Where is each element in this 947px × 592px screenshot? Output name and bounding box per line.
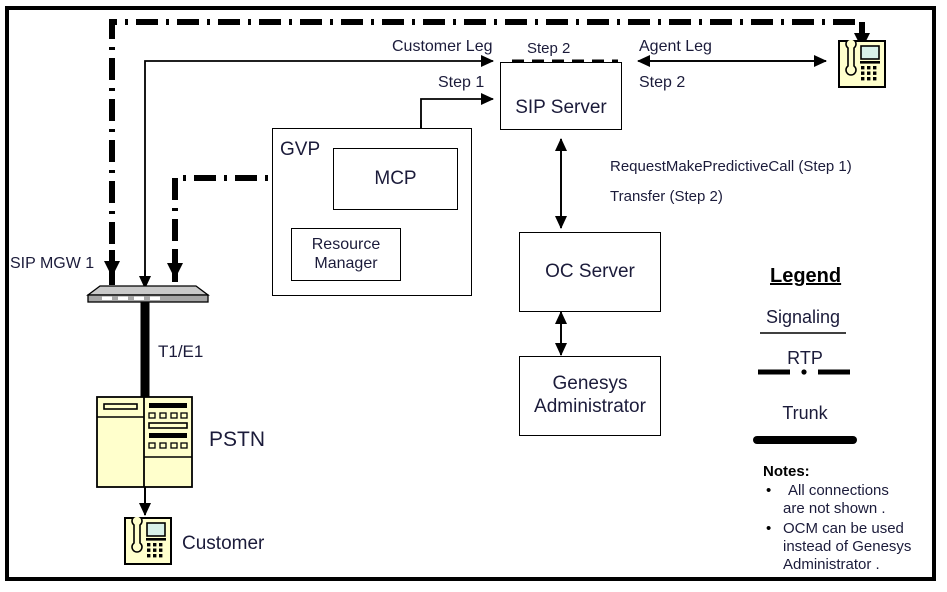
customer-label: Customer [182, 533, 265, 554]
pstn-device[interactable] [96, 396, 193, 488]
pstn-label: PSTN [209, 428, 266, 451]
request-make-predictive-call-label: RequestMakePredictiveCall (Step 1) [610, 158, 852, 175]
agent-leg-label: Agent Leg [639, 38, 712, 55]
gvp-label: GVP [280, 139, 321, 160]
transfer-label: Transfer (Step 2) [610, 188, 723, 205]
t1e1-label: T1/E1 [158, 342, 204, 361]
legend-item-trunk-label: Trunk [782, 403, 828, 423]
note-text-1-line-2: are not shown . [783, 500, 886, 517]
server-icon [96, 396, 193, 488]
customer-phone-device[interactable] [124, 517, 172, 565]
agent-phone-device[interactable] [838, 40, 886, 88]
note-bullet-2: • [766, 520, 772, 537]
sip-server-box[interactable]: SIP Server [500, 62, 622, 130]
mcp-box[interactable]: MCP [333, 148, 458, 210]
phone-icon [124, 517, 172, 565]
gateway-icon [86, 285, 210, 303]
genesys-administrator-label: Genesys Administrator [534, 373, 646, 417]
oc-server-label: OC Server [545, 261, 635, 282]
legend-title: Legend [770, 265, 842, 287]
resource-manager-label: Resource Manager [311, 236, 381, 272]
note-bullet-1: • [766, 482, 772, 499]
oc-server-box[interactable]: OC Server [519, 232, 661, 312]
step1-label: Step 1 [438, 74, 485, 91]
signaling-customer-leg [139, 55, 494, 289]
customer-leg-label: Customer Leg [392, 38, 493, 55]
note-text-2-line-3: Administrator . [783, 556, 880, 573]
legend-item-rtp-label: RTP [787, 348, 823, 368]
note-text-2-line-2: instead of Genesys [783, 538, 912, 555]
note-text-1-line-1: All connections [788, 482, 889, 499]
sip-mgw-device[interactable] [86, 283, 210, 303]
sip-server-label: SIP Server [515, 97, 607, 118]
resource-manager-box[interactable]: Resource Manager [291, 228, 401, 281]
note-text-2-line-1: OCM can be used [783, 520, 904, 537]
step2-right-label: Step 2 [639, 74, 686, 91]
genesys-administrator-box[interactable]: Genesys Administrator [519, 356, 661, 436]
mcp-label: MCP [374, 168, 417, 189]
legend-item-signaling-label: Signaling [765, 307, 841, 327]
step2-top-label: Step 2 [527, 40, 571, 57]
sip-mgw-label: SIP MGW 1 [10, 255, 95, 272]
phone-icon [838, 40, 886, 88]
notes-title: Notes: [763, 463, 810, 480]
diagram-border-frame [5, 6, 936, 581]
